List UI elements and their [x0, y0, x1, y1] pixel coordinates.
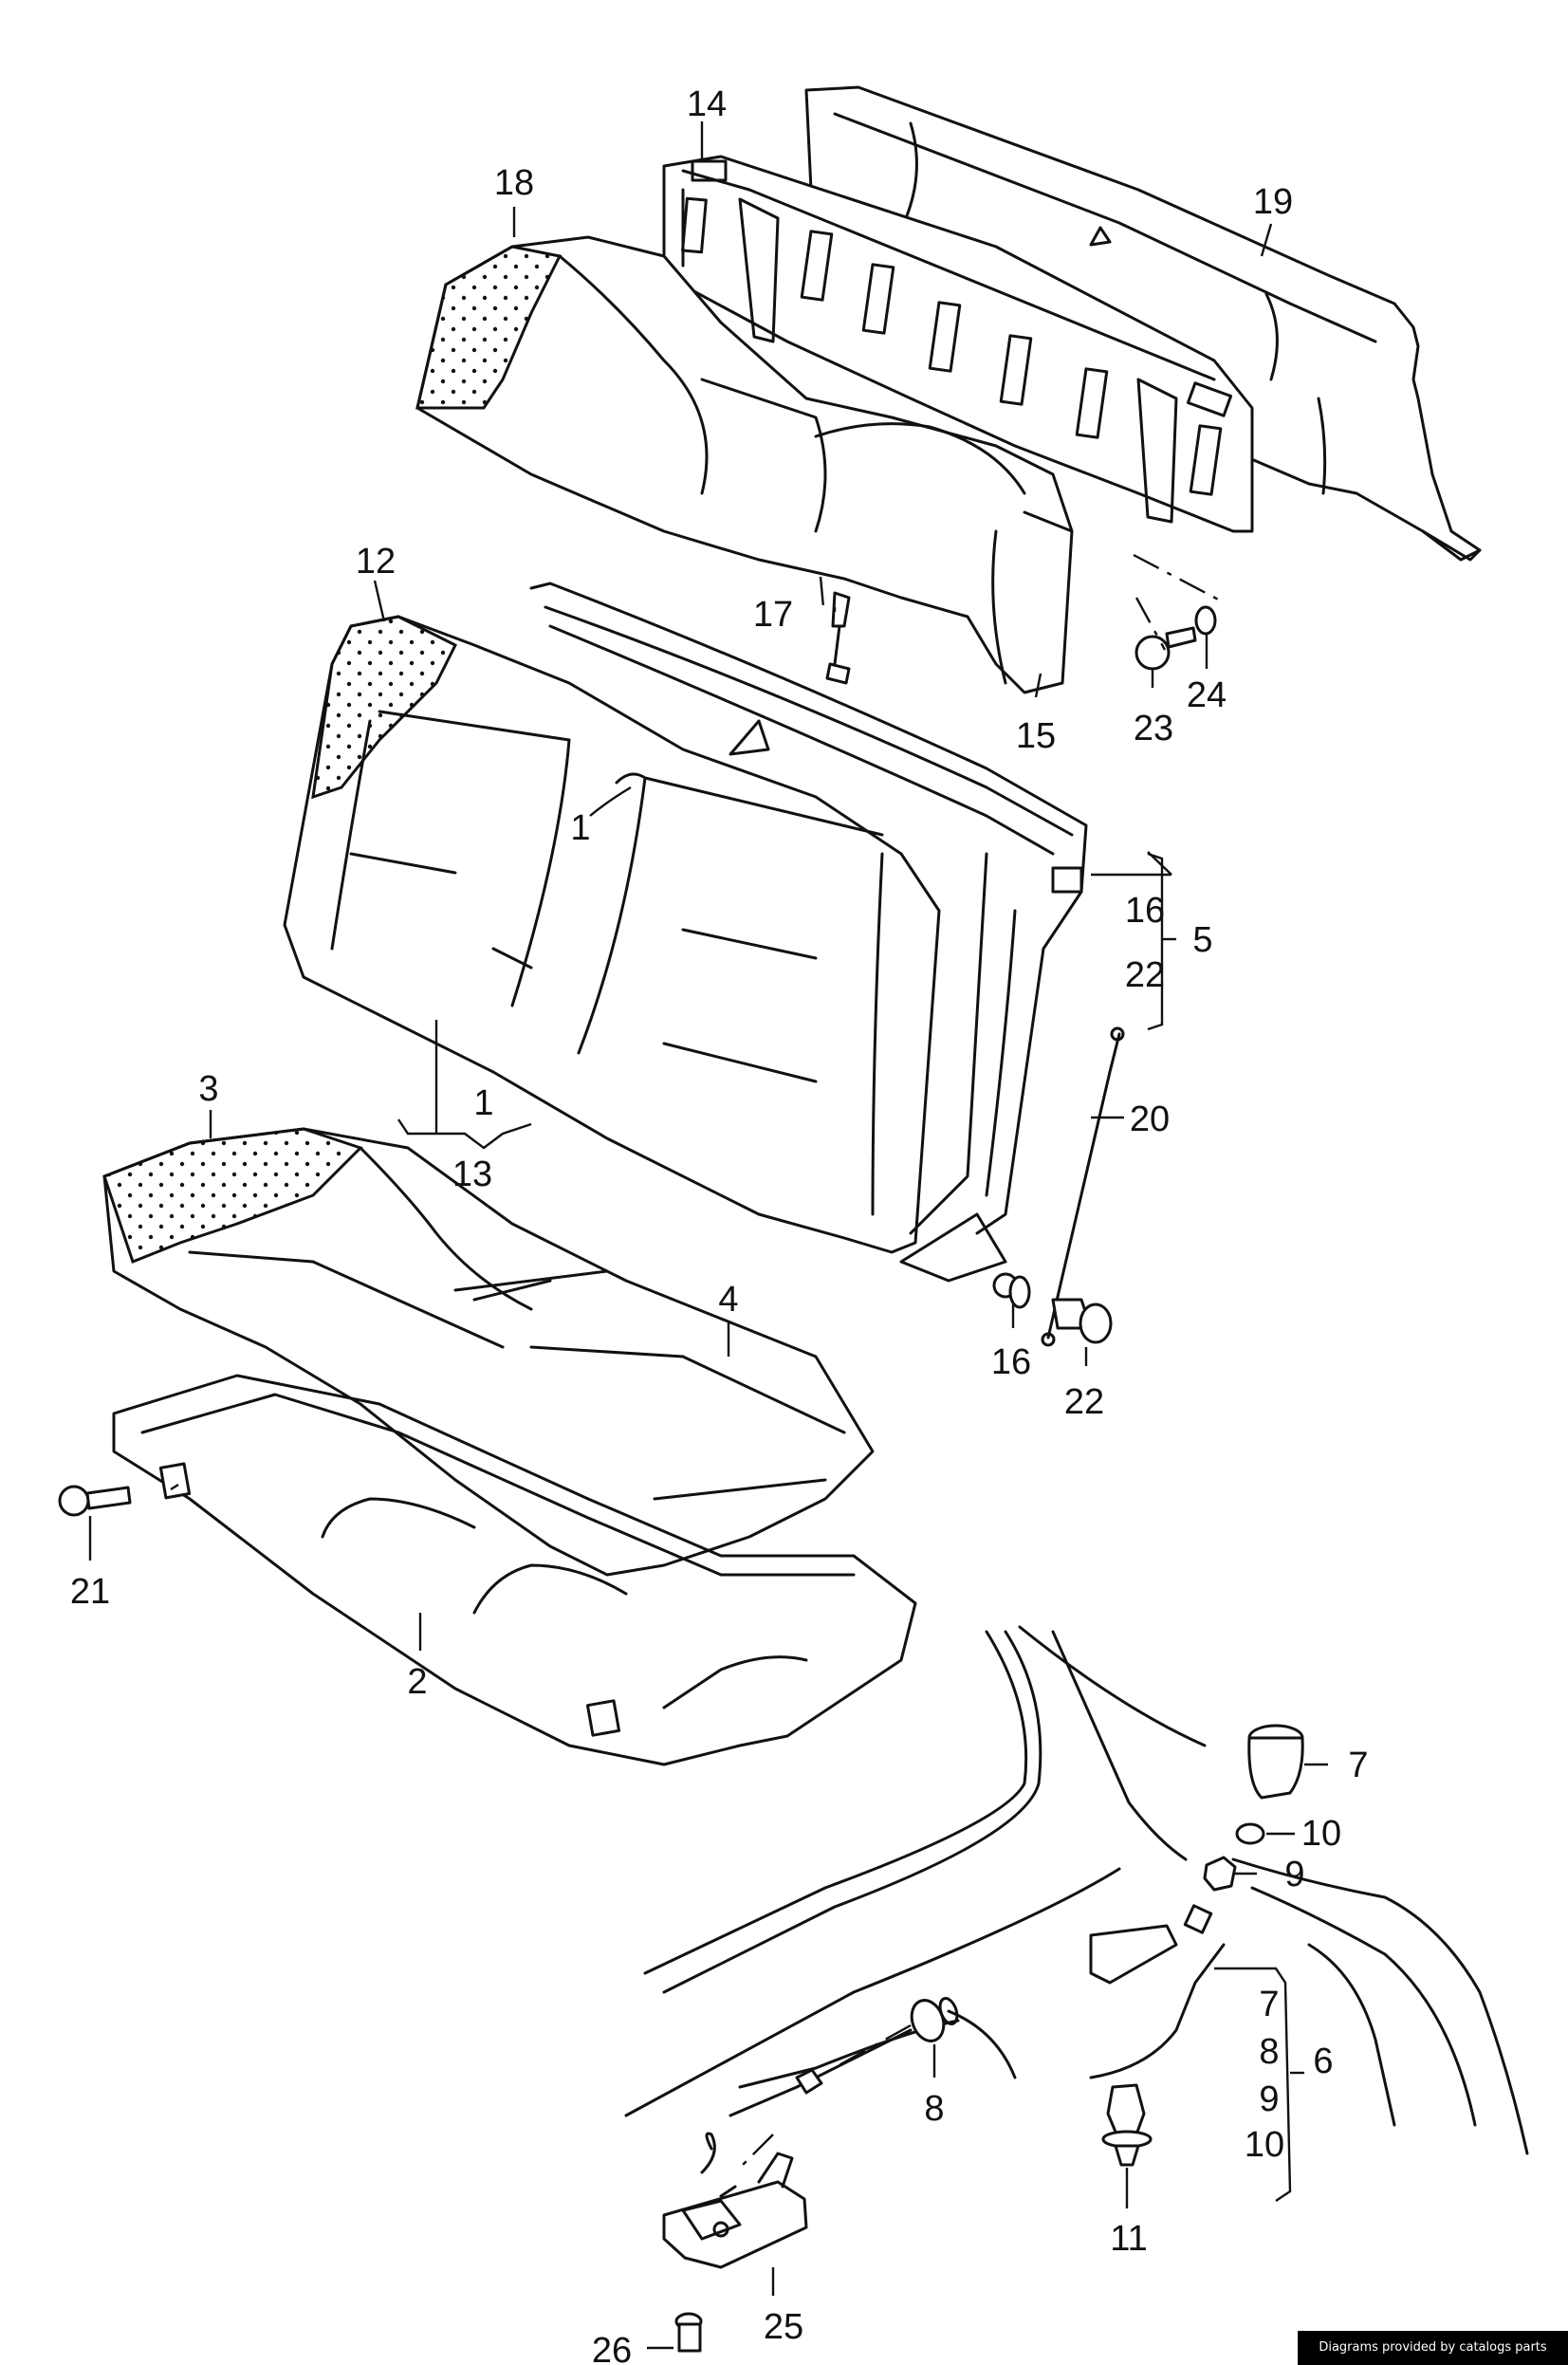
callout-12: 12: [356, 542, 396, 582]
callout-15: 15: [1016, 716, 1056, 756]
callout-16-upper: 16: [1125, 891, 1165, 931]
callout-2: 2: [407, 1662, 427, 1702]
callout-19: 19: [1253, 182, 1293, 222]
strap-clip: [825, 591, 851, 685]
callout-7-group: 7: [1259, 1985, 1279, 2024]
bolt-washer-upper: [1134, 605, 1217, 671]
callout-8-group: 8: [1259, 2032, 1279, 2072]
callout-22-upper: 22: [1125, 955, 1165, 995]
release-knob-set: [1183, 1724, 1304, 1934]
backrest-cushion: [283, 615, 941, 1254]
callout-22-lower: 22: [1064, 1382, 1104, 1422]
callout-6: 6: [1313, 2042, 1333, 2081]
callout-10-group: 10: [1245, 2125, 1284, 2165]
callout-13: 13: [452, 1155, 492, 1194]
gas-strut: [1041, 1026, 1125, 1347]
callout-5: 5: [1192, 920, 1212, 960]
callout-9-group: 9: [1259, 2079, 1279, 2119]
callout-26: 26: [592, 2331, 632, 2365]
credit-banner: Diagrams provided by catalogs parts: [1298, 2331, 1568, 2365]
seat-cushion: [102, 1127, 875, 1577]
callout-3: 3: [198, 1069, 218, 1109]
body-panel-release-cable: [624, 1625, 1529, 2155]
seat-pan: [112, 1374, 917, 1766]
callout-18: 18: [494, 163, 534, 203]
callout-7-knob: 7: [1348, 1746, 1368, 1785]
callout-23: 23: [1134, 709, 1173, 748]
callout-10-washer: 10: [1301, 1814, 1341, 1854]
callout-21: 21: [70, 1572, 110, 1612]
callout-16-lower: 16: [991, 1342, 1031, 1382]
seat-latch: [662, 2132, 808, 2353]
callout-1-backrest: 1: [570, 808, 590, 848]
backrest-padding: [415, 235, 1074, 694]
callout-8-grommet: 8: [924, 2089, 944, 2129]
panel-clip: [1101, 2083, 1153, 2167]
callout-1-group: 1: [473, 1083, 493, 1123]
callout-20: 20: [1130, 1099, 1170, 1139]
spacer-and-bolt: [992, 1272, 1113, 1344]
callout-25: 25: [764, 2307, 803, 2347]
callout-4: 4: [718, 1280, 738, 1320]
callout-11: 11: [1110, 2219, 1147, 2259]
bolt-seat: [58, 1485, 132, 1517]
callout-14: 14: [687, 84, 727, 124]
cable-grommet: [795, 1997, 959, 2095]
backrest-frame-rail: [529, 582, 1088, 1283]
callout-9-nut: 9: [1284, 1855, 1304, 1894]
callout-24: 24: [1187, 675, 1227, 715]
callout-17: 17: [753, 595, 793, 635]
backrest-frame: [662, 155, 1254, 533]
